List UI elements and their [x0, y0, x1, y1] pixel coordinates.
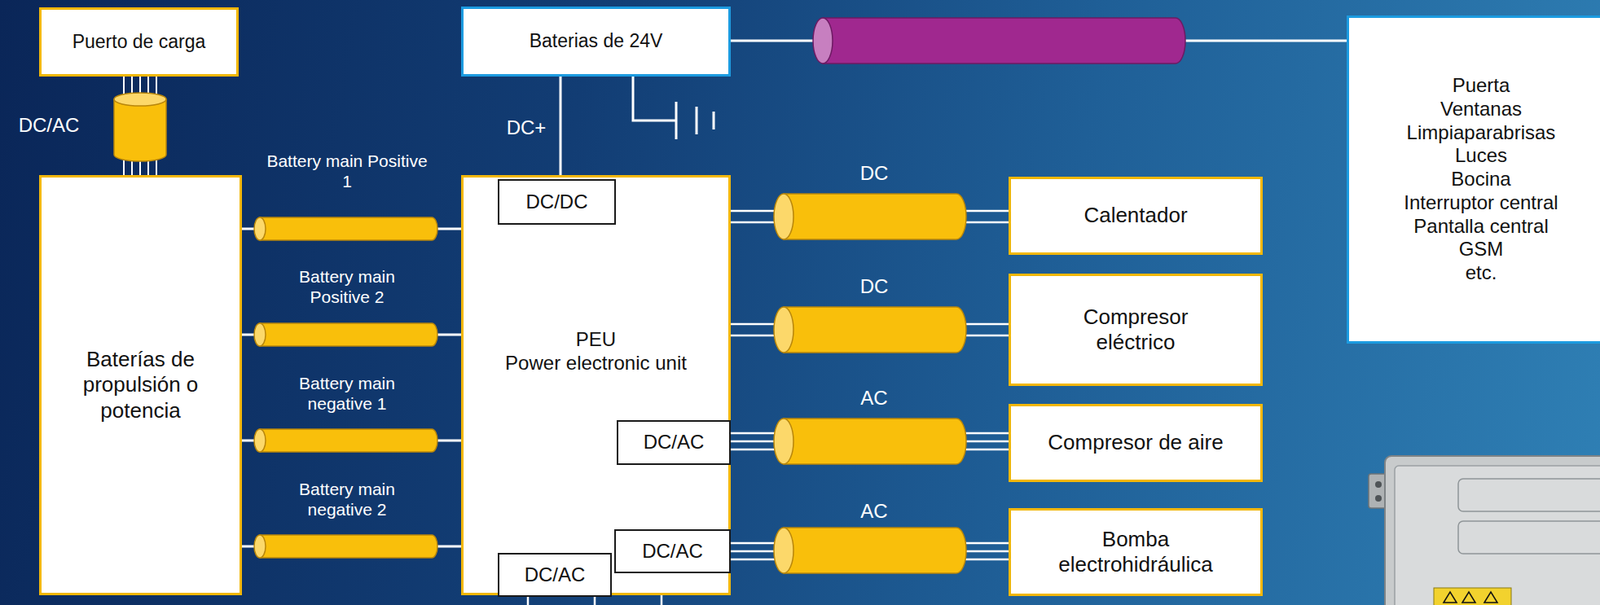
- cover-panel: [1458, 479, 1600, 512]
- device-cover: [1394, 465, 1600, 605]
- warning-triangle: [1462, 592, 1476, 603]
- output-wire: [527, 597, 530, 605]
- cable-sleeve: [783, 527, 967, 574]
- cable-label: Battery main negative 2: [281, 479, 413, 520]
- box-label: Power electronic unit: [505, 351, 687, 376]
- harness-sleeve: [822, 17, 1186, 64]
- device-housing: [1384, 456, 1600, 605]
- cable-sleeve: [783, 193, 967, 240]
- converter-box: DC/AC: [614, 529, 731, 574]
- box-label: Pantalla central: [1413, 215, 1548, 239]
- box-label: Luces: [1454, 144, 1508, 168]
- warning-label: [1433, 588, 1512, 605]
- ground-wire: [632, 76, 677, 121]
- box-label: Compresor eléctrico: [1054, 304, 1218, 356]
- cable-sleeve-end: [773, 527, 794, 574]
- converter-box: DC/AC: [497, 553, 612, 598]
- cable-label: Battery main Positive 1: [261, 150, 433, 192]
- cable-label: DC: [845, 275, 903, 299]
- low-voltage-battery-box: Baterias de 24V: [461, 6, 731, 77]
- box-label: etc.: [1465, 261, 1498, 286]
- box-label: Puerto de carga: [72, 30, 207, 54]
- cable-sleeve-end: [254, 535, 266, 559]
- output-wire: [593, 597, 597, 605]
- load-box: Compresor de aire: [1008, 404, 1263, 483]
- box-label: DC/AC: [641, 540, 704, 564]
- power-unit-box: PEUPower electronic unit DC/DC DC/AC DC/AC D…: [461, 175, 731, 596]
- warning-triangle: [1484, 592, 1498, 603]
- load-box: Calentador: [1008, 176, 1263, 255]
- cable-sleeve: [259, 323, 438, 347]
- cable-sleeve-end: [773, 418, 794, 465]
- bolt: [1375, 481, 1382, 488]
- accessory-list-box: PuertaVentanasLimpiaparabrisasLucesBocin…: [1346, 15, 1600, 344]
- box-label: Compresor de aire: [1047, 430, 1223, 456]
- box-label: DC/AC: [524, 563, 586, 588]
- box-label: Calentador: [1083, 202, 1187, 229]
- box-label: Interruptor central: [1403, 191, 1558, 216]
- load-box: Bomba electrohidráulica: [1008, 508, 1263, 597]
- cable-sleeve: [783, 418, 967, 465]
- box-label: PEU: [575, 328, 616, 352]
- cable-label: DC: [845, 162, 903, 186]
- cable-sleeve: [259, 429, 438, 453]
- converter-box: DC/DC: [497, 179, 616, 225]
- box-label: Baterias de 24V: [529, 30, 664, 53]
- battery-symbol: [712, 111, 716, 130]
- harness-sleeve-end: [813, 17, 833, 64]
- cable-label: Battery main negative 1: [281, 373, 413, 414]
- cable-sleeve: [114, 99, 167, 162]
- output-wire: [660, 595, 664, 605]
- converter-box: DC/AC: [616, 420, 731, 466]
- battery-symbol: [675, 101, 678, 140]
- cover-panel: [1458, 521, 1600, 554]
- box-label: DC/DC: [526, 190, 589, 215]
- cable-label: DC+: [497, 116, 555, 141]
- cable-connector: [560, 76, 562, 176]
- box-label: DC/AC: [643, 430, 705, 455]
- cable-sleeve-end: [773, 193, 794, 240]
- box-label: GSM: [1459, 237, 1504, 262]
- box-label: Limpiaparabrisas: [1406, 121, 1557, 146]
- cable-label: DC/AC: [4, 114, 94, 138]
- box-label: Bomba electrohidráulica: [1037, 527, 1234, 578]
- cable-sleeve: [259, 217, 438, 241]
- cable-sleeve-end: [254, 323, 266, 347]
- box-label: Puerta: [1452, 74, 1511, 98]
- cable-label: Battery main Positive 2: [281, 266, 413, 308]
- box-label: Baterías de propulsión o potencia: [47, 347, 234, 424]
- cable-sleeve-end: [254, 217, 266, 241]
- cable-sleeve-end: [773, 307, 794, 353]
- cable-label: AC: [845, 500, 903, 524]
- cable-sleeve: [259, 535, 438, 559]
- charging-port-box: Puerto de carga: [39, 7, 239, 77]
- cable-sleeve-end: [254, 429, 266, 453]
- box-label: Ventanas: [1440, 97, 1522, 122]
- bolt: [1375, 495, 1382, 502]
- cable-wire: [559, 76, 563, 176]
- warning-triangle: [1443, 592, 1457, 603]
- battery-symbol: [695, 106, 699, 135]
- box-label: Bocina: [1450, 167, 1511, 192]
- load-box: Compresor eléctrico: [1008, 273, 1263, 387]
- cable-label: AC: [845, 386, 903, 411]
- traction-battery-box: Baterías de propulsión o potencia: [39, 175, 242, 596]
- cable-sleeve-end: [114, 92, 167, 106]
- cable-sleeve: [783, 307, 967, 353]
